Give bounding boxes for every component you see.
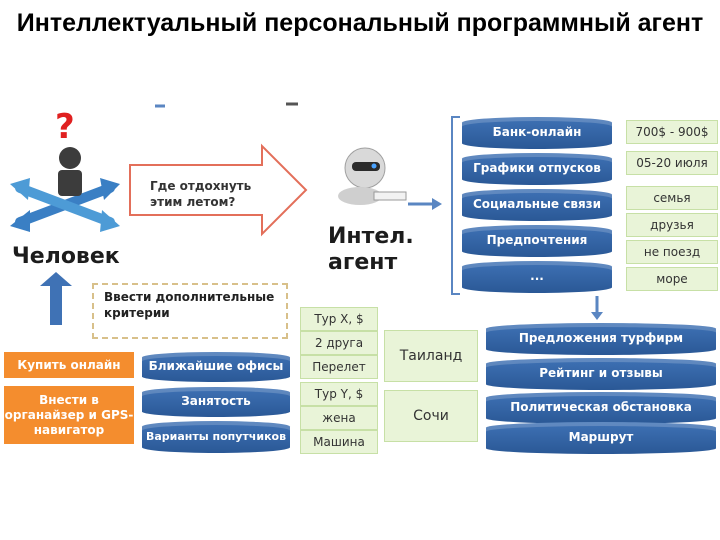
source-bank-online: Банк-онлайн: [462, 117, 612, 149]
human-label: Человек: [12, 244, 120, 269]
robot-icon: [338, 147, 407, 205]
tour-x-transport: Перелет: [300, 355, 378, 379]
query-arrow: [129, 143, 308, 237]
sources-to-offers-arrowhead: [591, 312, 603, 320]
value-family: семья: [626, 186, 718, 210]
action-buy-online: Купить онлайн: [4, 352, 134, 378]
criteria-box: Ввести дополнительные критерии: [92, 283, 288, 339]
offer-political: Политическая обстановка: [486, 392, 716, 424]
source-preferences: Предпочтения: [462, 225, 612, 257]
value-not-train: не поезд: [626, 240, 718, 264]
source-vacation-schedules: Графики отпусков: [462, 153, 612, 185]
tour-x-price: Тур X, $: [300, 307, 378, 331]
offer-route: Маршрут: [486, 422, 716, 454]
tour-x-people: 2 друга: [300, 331, 378, 355]
offer-tour-proposals: Предложения турфирм: [486, 323, 716, 355]
sources-bracket: [451, 116, 460, 295]
value-budget: 700$ - 900$: [626, 120, 718, 144]
agent-label: Интел. агент: [328, 224, 414, 276]
up-arrow: [40, 272, 72, 325]
value-sea: море: [626, 267, 718, 291]
offer-ratings: Рейтинг и отзывы: [486, 358, 716, 390]
value-friends: друзья: [626, 213, 718, 237]
nearby-offices: Ближайшие офисы: [142, 352, 290, 382]
query-text: Где отдохнуть этим летом?: [150, 179, 252, 210]
nearby-occupancy: Занятость: [142, 387, 290, 417]
value-dates: 05-20 июля: [626, 151, 718, 175]
tour-y-people: жена: [300, 406, 378, 430]
page-title: Интеллектуальный персональный программны…: [16, 9, 704, 37]
source-more: ...: [462, 261, 612, 293]
destination-sochi: Сочи: [384, 390, 478, 442]
destination-thailand: Таиланд: [384, 330, 478, 382]
tour-y-price: Тур Y, $: [300, 382, 378, 406]
question-mark: ?: [55, 107, 75, 147]
human-figure: [10, 147, 120, 232]
source-social-links: Социальные связи: [462, 189, 612, 221]
agent-to-sources-arrowhead: [432, 198, 442, 210]
action-add-organizer: Внести в органайзер и GPS-навигатор: [4, 386, 134, 444]
tour-y-transport: Машина: [300, 430, 378, 454]
nearby-companions: Варианты попутчиков: [142, 421, 290, 453]
